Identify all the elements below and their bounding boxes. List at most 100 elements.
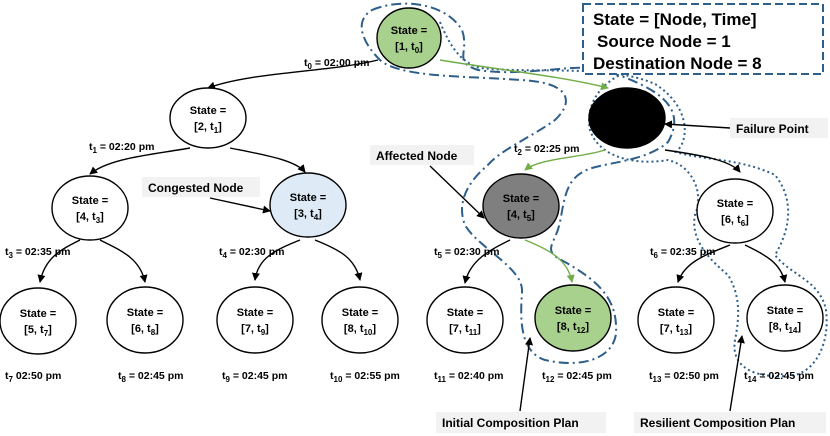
state-node-n4b: State = [4, t5] (482, 173, 560, 239)
state-nodes: State = [1, t0] State = [2, t1] State = [3, t… (0, 7, 824, 355)
resilient-plan-outline (439, 21, 828, 378)
edge-n2-n4a (89, 147, 191, 175)
state-node-ellipse (106, 286, 184, 354)
state-node-value: [7, t13] (660, 323, 692, 337)
callout-resilient-plan: Resilient Composition Plan (634, 335, 826, 433)
edge-n1-n2 (207, 59, 379, 90)
state-node-label: State = (20, 308, 56, 320)
state-node-label: State = (609, 105, 645, 117)
state-node-value: [6, t6] (721, 214, 749, 228)
state-node-value: [8, t12] (557, 321, 589, 335)
state-node-ellipse (482, 173, 560, 239)
time-label-t7: t7 02:50 pm (5, 370, 61, 384)
time-label-t9: t9 = 02:45 pm (222, 370, 287, 384)
legend-box: State = [Node, Time] Source Node = 1 Des… (582, 3, 824, 75)
state-node-ellipse (51, 175, 129, 241)
failure-point-label: Failure Point (736, 122, 809, 136)
time-label-t1: t1 = 02:20 pm (89, 141, 154, 155)
tree-edges (37, 59, 788, 284)
legend-line-source: Source Node = 1 (597, 32, 731, 51)
state-node-label: State = (555, 305, 591, 317)
edge-n6a-n7c (676, 244, 731, 283)
time-label-t14: t14 = 02:45 pm (744, 370, 814, 384)
edge-n2-n3b (229, 147, 306, 173)
state-node-n4a: State =[4, t3] (51, 175, 129, 241)
state-node-ellipse (0, 287, 77, 355)
state-node-label: State = (290, 192, 326, 204)
state-node-label: State = (717, 198, 753, 210)
state-node-ellipse (321, 286, 399, 354)
state-node-label: State = (391, 25, 427, 37)
state-node-ellipse (269, 172, 347, 238)
state-node-label: State = (503, 193, 539, 205)
state-node-label: State = (127, 307, 163, 319)
affected-node-label: Affected Node (376, 149, 458, 163)
state-node-label: State = (190, 105, 226, 117)
state-node-label: State = (342, 307, 378, 319)
state-node-n7c: State =[7, t13] (637, 286, 715, 354)
state-node-n7b: State =[7, t11] (426, 286, 504, 354)
state-node-n1: State = [1, t0] (376, 7, 442, 69)
time-labels: t0 = 02:00 pm t1 = 02:20 pm t2 = 02:25 pm t… (5, 57, 814, 384)
state-node-n8c: State = [8, t14] (746, 284, 824, 352)
state-node-ellipse (534, 284, 612, 352)
edge-n4a-n6b (99, 239, 148, 283)
state-node-ellipse (216, 286, 294, 354)
legend-line-destination: Destination Node = 8 (593, 54, 762, 73)
state-node-n2: State = [2, t1] (169, 87, 247, 149)
time-label-t3: t3 = 02:35 pm (5, 246, 70, 260)
edge-n3a-n6a (664, 149, 741, 173)
state-node-n3b: State = [3, t4] (269, 172, 347, 238)
time-label-t10: t10 = 02:55 pm (330, 370, 400, 384)
time-label-t6: t6 = 02:35 pm (650, 246, 715, 260)
edge-n3b-n7a (251, 239, 301, 281)
edge-n1-n3a (439, 59, 609, 91)
time-label-t8: t8 = 02:45 pm (118, 370, 183, 384)
edge-n3a-n4b (524, 149, 606, 171)
callout-affected: Affected Node (370, 145, 485, 219)
state-node-value: [8, t14] (769, 321, 801, 335)
state-node-ellipse (588, 87, 666, 149)
state-node-ellipse (696, 178, 774, 244)
state-node-n7a: State = [7, t9] (216, 286, 294, 354)
state-node-n6b: State = [6, t8] (106, 286, 184, 354)
state-node-value: [1, t0] (395, 41, 423, 55)
state-node-value: [8, t10] (344, 323, 376, 337)
state-node-ellipse (746, 284, 824, 352)
resilient-plan-label: Resilient Composition Plan (640, 416, 795, 430)
edge-n4a-n5 (37, 239, 81, 283)
edge-n3b-n8a (314, 239, 363, 281)
edge-n4b-n8b (524, 239, 575, 283)
state-node-value: [7, t11] (449, 323, 481, 337)
state-node-value: [3, t4] (294, 208, 322, 222)
state-node-ellipse (637, 286, 715, 354)
initial-plan-outline (360, 2, 676, 364)
legend-line-state: State = [Node, Time] (593, 10, 757, 29)
state-node-value: [3, t2] (613, 121, 641, 135)
time-label-t13: t13 = 02:50 pm (649, 370, 719, 384)
initial-plan-label: Initial Composition Plan (442, 416, 579, 430)
time-label-t12: t12 = 02:45 pm (542, 370, 612, 384)
state-node-n5: State =[5, t7] (0, 287, 77, 355)
state-node-n8b: State = [8, t12] (534, 284, 612, 352)
state-node-value: [4, t5] (507, 209, 535, 223)
state-node-ellipse (376, 7, 442, 69)
congested-node-label: Congested Node (148, 181, 244, 195)
state-node-value: [7, t9] (241, 323, 269, 337)
time-label-t5: t5 = 02:30 pm (434, 246, 499, 260)
callout-failure: Failure Point (664, 118, 828, 138)
state-node-ellipse (426, 286, 504, 354)
state-node-value: [6, t8] (131, 323, 159, 337)
state-node-n8a: State = [8, t10] (321, 286, 399, 354)
time-label-t2: t2 = 02:25 pm (514, 143, 579, 157)
state-node-n6a: State = [6, t6] (696, 178, 774, 244)
state-node-label: State = (237, 307, 273, 319)
callout-congested: Congested Node (142, 177, 271, 214)
state-node-value: [2, t1] (194, 121, 222, 135)
state-node-label: State = (767, 305, 803, 317)
time-label-t0: t0 = 02:00 pm (304, 57, 369, 71)
state-node-ellipse (169, 87, 247, 149)
state-node-value: [4, t3] (76, 211, 104, 225)
